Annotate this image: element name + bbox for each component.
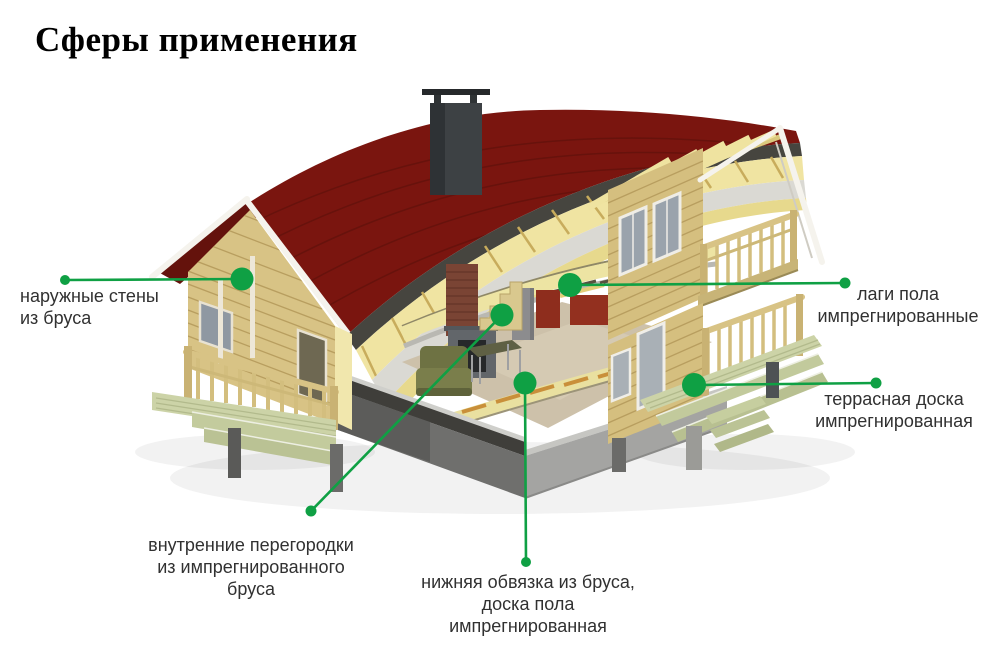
red-wall-panel (536, 290, 560, 328)
chimney (422, 89, 490, 195)
label-exterior-walls: наружные стены из бруса (20, 286, 159, 328)
balcony (697, 210, 799, 308)
callout-dot (839, 277, 851, 289)
callout-dot (490, 303, 514, 327)
callout-dot (305, 505, 317, 517)
terrace-railing (701, 294, 805, 396)
callout-dot (230, 267, 254, 291)
label-floor-joists: лаги пола импрегнированные (817, 284, 979, 326)
foundation-pier (766, 362, 779, 398)
callout-dot (513, 371, 537, 395)
porch-step (192, 412, 336, 452)
wall-cut-edge (335, 326, 352, 430)
callout-dot (558, 273, 582, 297)
porch-deck (152, 392, 339, 466)
callout-exterior-walls (60, 267, 254, 291)
left-gable-roof-strip (158, 202, 262, 284)
armchair (416, 346, 472, 396)
terrace-stairs (706, 396, 766, 424)
label-terrace-board: террасная доска импрегнированная (815, 389, 973, 431)
red-wall-panel (570, 295, 608, 325)
terrace-step (656, 354, 824, 426)
lower-window (610, 347, 632, 403)
callout-dot (60, 275, 70, 285)
callout-dot (870, 377, 882, 389)
callout-partitions (305, 303, 514, 517)
right-gable-fascia (697, 125, 825, 265)
porch-railing (183, 346, 339, 430)
callouts (60, 267, 882, 567)
label-partitions: внутренние перегородки из импрегнированн… (148, 535, 354, 599)
foundation-pier (686, 426, 702, 470)
callout-dot (521, 557, 531, 567)
left-wing (152, 210, 352, 492)
page-title: Сферы применения (35, 20, 358, 59)
right-wing (586, 125, 828, 472)
label-bottom-frame: нижняя обвязка из бруса, доска пола импр… (421, 572, 635, 636)
callout-bottom-frame (513, 371, 537, 567)
callout-terrace-board (682, 373, 882, 397)
foundation-pier (612, 438, 626, 472)
callout-floor-joists (558, 273, 851, 297)
callout-dot (682, 373, 706, 397)
foundation-pier (228, 428, 241, 478)
